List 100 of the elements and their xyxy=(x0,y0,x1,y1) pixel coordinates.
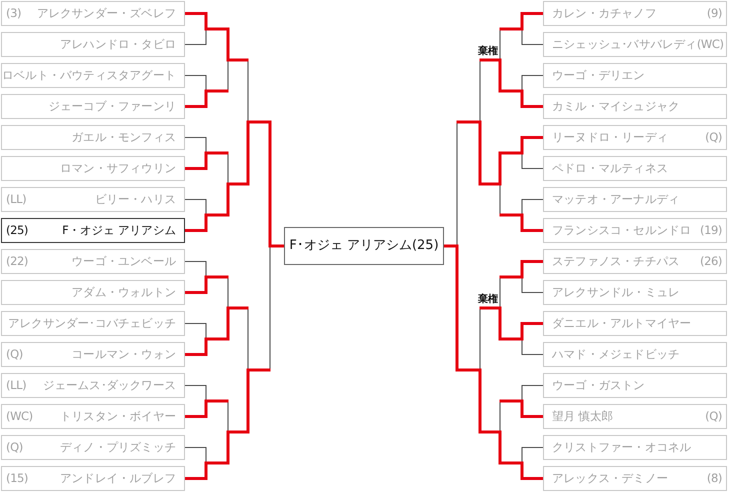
seed-label: (22) xyxy=(6,254,28,268)
player-name: トリスタン・ボイヤー xyxy=(60,410,176,424)
player-box xyxy=(1,218,185,243)
winner-path-line xyxy=(500,12,543,30)
player-name: アダム・ウォルトン xyxy=(72,286,176,300)
champion-box xyxy=(284,227,444,265)
bracket-line xyxy=(184,199,206,216)
bracket-line xyxy=(522,385,544,402)
player-name: アレクサンダー・ズベレフ xyxy=(36,6,176,20)
player-box xyxy=(1,63,185,88)
seed-label: (Q) xyxy=(6,348,23,362)
edge-label: 棄権 xyxy=(478,295,498,305)
player-box xyxy=(543,32,727,57)
seed-label: (Q) xyxy=(705,130,722,144)
winner-path-line xyxy=(500,214,543,232)
bracket-line xyxy=(522,152,544,169)
seed-label: (25) xyxy=(6,224,28,238)
seed-label: (Q) xyxy=(705,410,722,424)
bracket-line xyxy=(184,447,206,464)
player-name: クリストファー・オコネル xyxy=(552,440,692,454)
player-name: ガエル・モンフィス xyxy=(72,130,176,144)
player-name: ジェームス･ダックワース xyxy=(42,378,176,392)
seed-label: (9) xyxy=(706,6,722,20)
seed-label: (WC) xyxy=(6,410,33,424)
player-box xyxy=(1,404,185,429)
seed-label: (Q) xyxy=(6,440,23,454)
bracket-line xyxy=(522,447,544,464)
player-box xyxy=(1,32,185,57)
player-name: カミル・マイシュジャク xyxy=(552,100,680,114)
player-box xyxy=(543,311,727,336)
seed-label: (15) xyxy=(6,472,28,486)
player-box xyxy=(543,249,727,274)
player-box xyxy=(1,280,185,305)
player-name: ダニエル・アルトマイヤー xyxy=(552,316,692,330)
player-name: ウーゴ・デリエン xyxy=(552,68,645,82)
player-box xyxy=(543,466,727,491)
player-box xyxy=(1,1,185,26)
bracket-line xyxy=(522,338,544,355)
player-box xyxy=(1,249,185,274)
player-name: ロマン・サフィウリン xyxy=(60,162,176,176)
player-name: アレックス・デミノー xyxy=(552,472,668,486)
winner-path-line xyxy=(480,306,543,340)
player-name: ディノ・プリズミッチ xyxy=(60,440,176,454)
player-box xyxy=(1,311,185,336)
player-name: F・オジェ アリアシム xyxy=(62,224,176,238)
player-name: ステファノス・チチパス xyxy=(552,254,680,268)
winner-path-line xyxy=(500,260,543,278)
player-name: ロベルト・バウティスタアグート xyxy=(2,68,176,82)
seed-label: (LL) xyxy=(6,192,26,206)
bracket-line xyxy=(184,137,206,154)
player-name: ウーゴ・ユンベール xyxy=(72,254,176,268)
winner-path-line xyxy=(444,244,543,480)
player-box xyxy=(1,466,185,491)
player-box xyxy=(543,280,727,305)
bracket-line xyxy=(522,28,544,45)
player-name: ニシェッシュ･バサバレディ xyxy=(552,38,697,52)
bracket-line xyxy=(522,276,544,293)
bracket-line xyxy=(184,323,206,340)
player-name: アンドレイ・ルブレフ xyxy=(60,472,176,486)
player-name: カレン・カチャノフ xyxy=(552,6,656,20)
winner-path-line xyxy=(185,400,228,418)
seed-label: (WC) xyxy=(696,38,724,52)
player-box xyxy=(543,218,727,243)
player-box xyxy=(543,435,727,460)
bracket-line xyxy=(184,75,206,92)
player-box xyxy=(543,94,727,119)
winner-path-line xyxy=(185,306,248,356)
winner-path-line xyxy=(480,58,543,108)
player-box xyxy=(543,404,727,429)
winner-path-line xyxy=(185,152,228,170)
player-name: コールマン・ウォン xyxy=(72,348,176,362)
player-name: ビリー・ハリス xyxy=(94,192,176,206)
player-box xyxy=(543,187,727,212)
player-box xyxy=(543,1,727,26)
winner-path-line xyxy=(456,120,543,186)
player-name: ハマド・メジェドビッチ xyxy=(552,348,680,362)
seed-label: (3) xyxy=(6,6,22,20)
bracket-line xyxy=(184,28,206,45)
player-box xyxy=(543,342,727,367)
player-box xyxy=(1,94,185,119)
player-box xyxy=(1,435,185,460)
champion-name: F･オジェ アリアシム(25) xyxy=(289,238,439,254)
player-box xyxy=(543,156,727,181)
player-name: ジェーコブ・ファーンリ xyxy=(48,100,176,114)
player-name: アレハンドロ・タビロ xyxy=(60,38,176,52)
player-name: アレクサンドル・ミュレ xyxy=(552,286,680,300)
player-box xyxy=(1,342,185,367)
player-box xyxy=(1,373,185,398)
winner-path-line xyxy=(185,90,228,108)
player-box xyxy=(543,63,727,88)
bracket-line xyxy=(522,75,544,92)
player-name: ウーゴ・ガストン xyxy=(552,378,645,392)
bracket-line xyxy=(522,199,544,216)
player-box xyxy=(543,125,727,150)
player-box xyxy=(1,156,185,181)
seed-label: (26) xyxy=(700,254,722,268)
player-name: フランシスコ・セルンドロ xyxy=(552,224,692,238)
bracket-line xyxy=(184,385,206,402)
winner-path-line xyxy=(185,276,228,294)
player-box xyxy=(543,373,727,398)
